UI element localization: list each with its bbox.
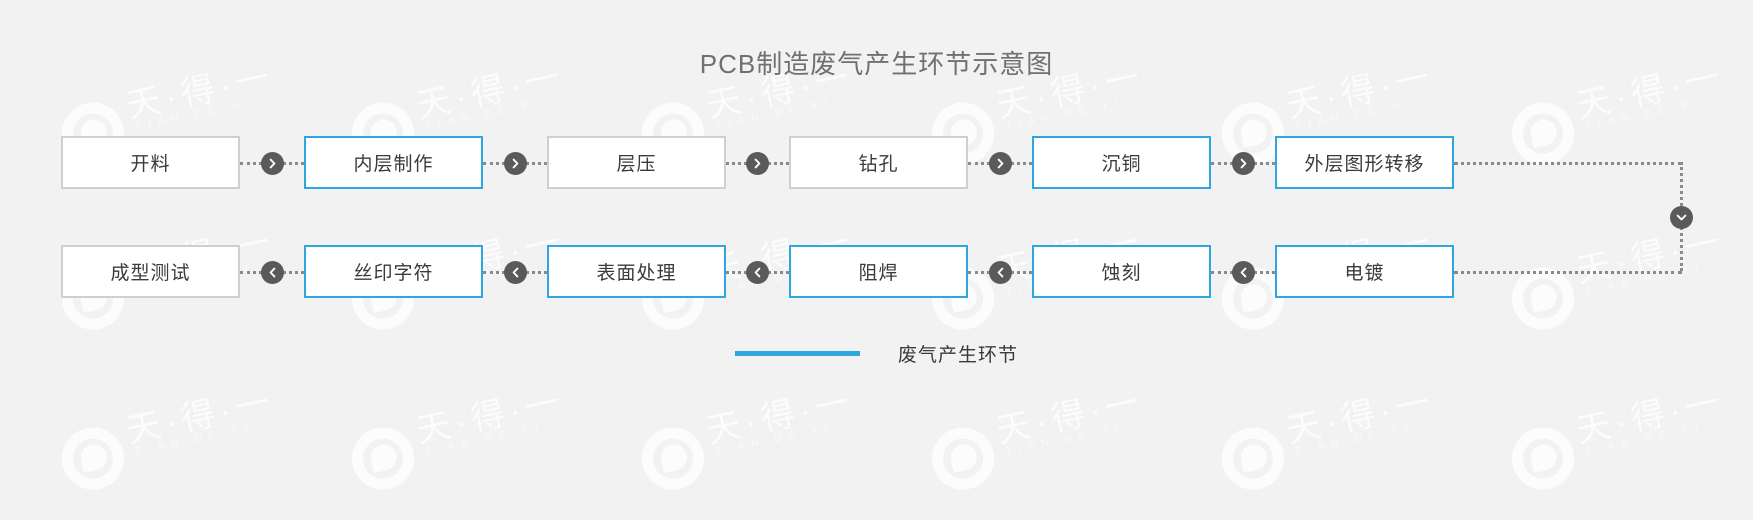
chevron-right-icon bbox=[988, 151, 1012, 175]
legend-swatch-emission bbox=[734, 351, 860, 356]
process-node[interactable]: 外层图形转移 bbox=[1275, 136, 1454, 189]
process-node[interactable]: 阻焊 bbox=[789, 245, 968, 298]
process-node[interactable]: 沉铜 bbox=[1032, 136, 1211, 189]
connector-line bbox=[1454, 271, 1682, 274]
chevron-right-icon bbox=[503, 151, 527, 175]
chevron-left-icon bbox=[746, 260, 769, 284]
chevron-down-icon bbox=[1669, 205, 1693, 229]
diagram-canvas: PCB制造废气产生环节示意图 开料 内层制作 层压 钻孔 沉铜 外层图形转移 成型测试 丝印… bbox=[0, 49, 1753, 367]
process-node[interactable]: 电镀 bbox=[1275, 245, 1454, 298]
process-node[interactable]: 开料 bbox=[61, 136, 240, 189]
chevron-right-icon bbox=[260, 151, 284, 175]
legend: 废气产生环节 bbox=[0, 340, 1753, 367]
process-node[interactable]: 表面处理 bbox=[547, 245, 726, 298]
process-node[interactable]: 蚀刻 bbox=[1032, 245, 1211, 298]
process-node[interactable]: 内层制作 bbox=[304, 136, 483, 189]
chevron-left-icon bbox=[503, 260, 527, 284]
chevron-right-icon bbox=[746, 151, 769, 175]
chevron-left-icon bbox=[988, 260, 1012, 284]
chevron-left-icon bbox=[260, 260, 284, 284]
chevron-left-icon bbox=[1231, 260, 1255, 284]
process-node[interactable]: 成型测试 bbox=[61, 245, 240, 298]
process-node[interactable]: 丝印字符 bbox=[304, 245, 483, 298]
connector-line bbox=[1454, 162, 1682, 165]
chevron-right-icon bbox=[1231, 151, 1255, 175]
process-node[interactable]: 层压 bbox=[547, 136, 726, 189]
legend-label-emission: 废气产生环节 bbox=[897, 345, 1018, 366]
page-title: PCB制造废气产生环节示意图 bbox=[699, 49, 1054, 79]
process-node[interactable]: 钻孔 bbox=[789, 136, 968, 189]
